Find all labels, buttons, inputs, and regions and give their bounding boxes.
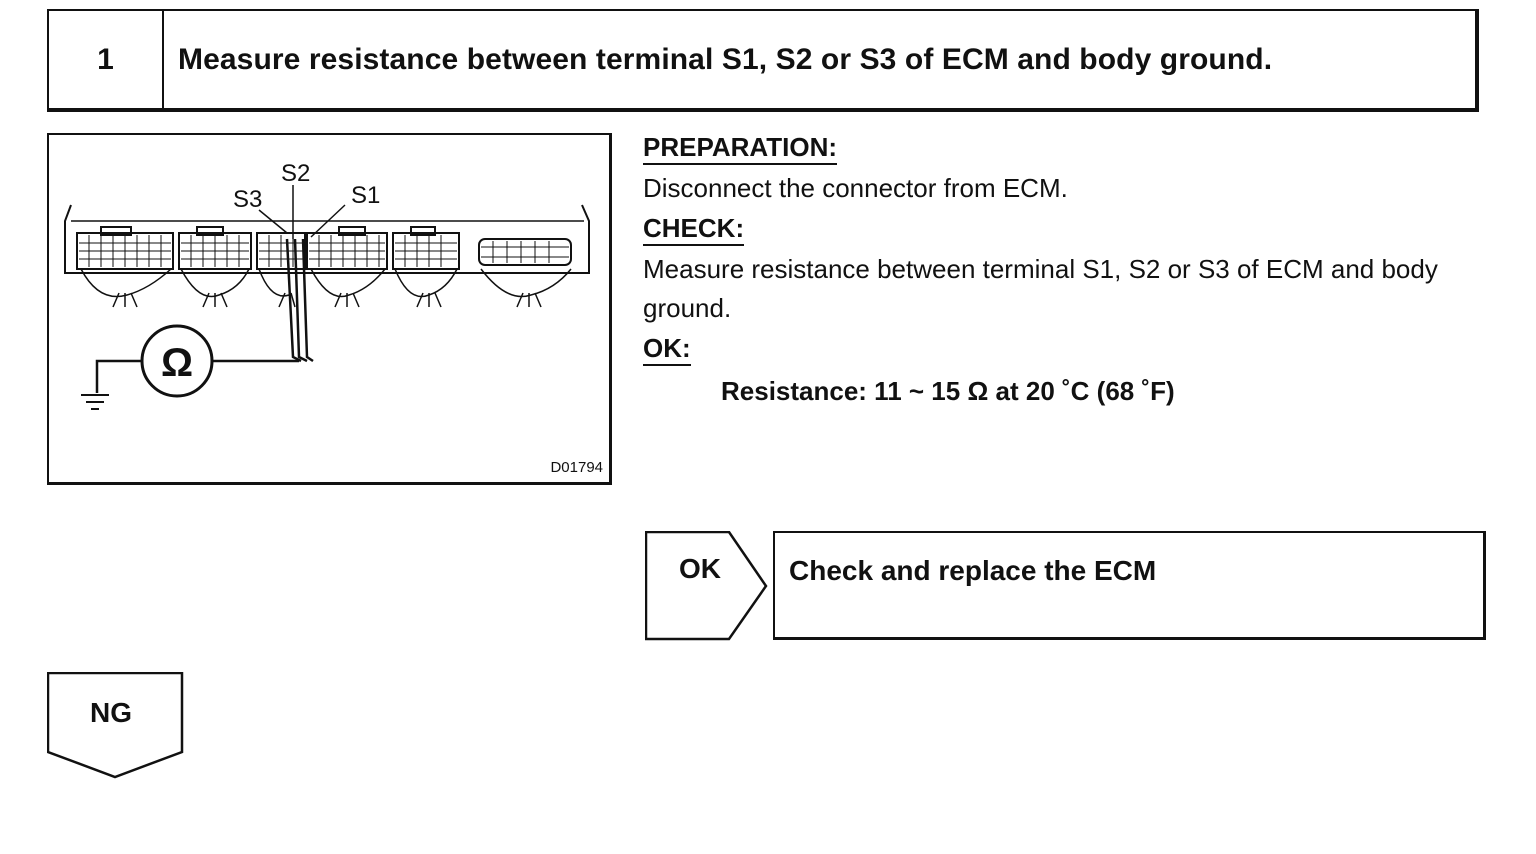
ng-branch-tag: NG: [47, 672, 185, 780]
ok-action-box: Check and replace the ECM: [773, 531, 1486, 640]
ok-tag-label: OK: [679, 553, 721, 584]
connector-block-4: [306, 226, 388, 270]
ng-tag-label: NG: [90, 697, 132, 728]
ok-spec: Resistance: 11 ~ 15 Ω at 20 ˚C (68 ˚F): [721, 375, 1175, 406]
connector-block-6: [478, 238, 572, 266]
step-title: Measure resistance between terminal S1, …: [178, 42, 1273, 76]
connector-block-1: [76, 226, 174, 270]
connector-block-3: [256, 232, 306, 270]
ecm-connector-diagram: Ω S3 S2 S1 D01794: [47, 133, 612, 485]
instructions: PREPARATION: Disconnect the connector fr…: [643, 128, 1503, 411]
ok-heading: OK:: [643, 333, 691, 366]
preparation-heading: PREPARATION:: [643, 132, 838, 165]
terminal-label-s1: S1: [351, 182, 380, 209]
step-number: 1: [49, 11, 164, 108]
ok-branch-tag: OK: [645, 531, 769, 641]
check-heading: CHECK:: [643, 213, 745, 246]
figure-code: D01794: [550, 459, 603, 476]
terminal-label-s2: S2: [281, 160, 310, 187]
meter-symbol: Ω: [161, 341, 193, 385]
connector-block-2: [178, 226, 252, 270]
terminal-label-s3: S3: [233, 186, 262, 213]
step-header: 1 Measure resistance between terminal S1…: [47, 9, 1479, 112]
connector-block-5: [392, 226, 460, 270]
ok-arrow-icon: [645, 531, 768, 641]
preparation-text: Disconnect the connector from ECM.: [643, 173, 1068, 203]
ng-arrow-icon: [47, 672, 184, 779]
ohmmeter-icon: [140, 324, 214, 398]
ecm-connector-illustration: Ω S3 S2 S1: [64, 160, 590, 410]
check-text: Measure resistance between terminal S1, …: [643, 253, 1438, 324]
